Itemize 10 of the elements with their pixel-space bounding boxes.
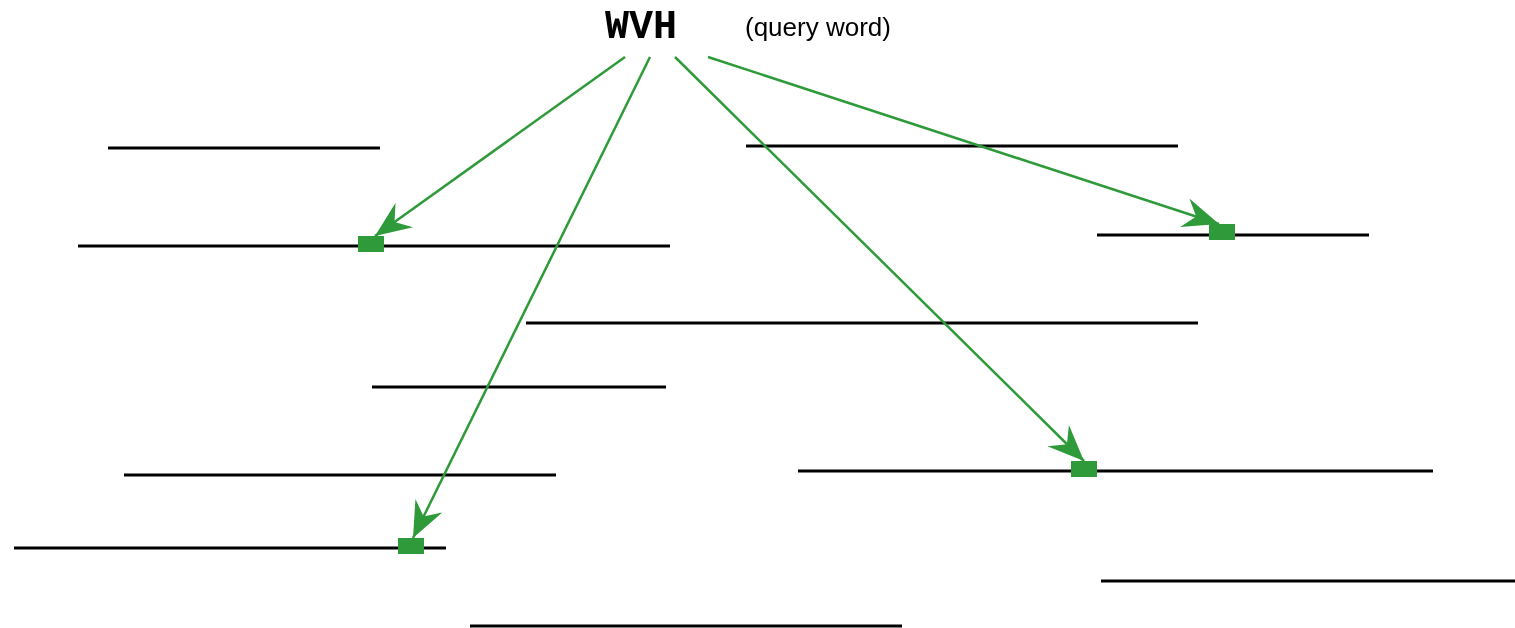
query-word: WVH (605, 6, 677, 50)
arrow (411, 56, 652, 539)
arrow (374, 56, 626, 237)
match-marker (358, 236, 384, 252)
match-marker (1071, 461, 1097, 477)
match-marker (398, 538, 424, 554)
match-marker (1209, 224, 1235, 240)
arrow (707, 55, 1220, 228)
annotation: (query word) (745, 12, 891, 42)
arrow (674, 56, 1085, 462)
